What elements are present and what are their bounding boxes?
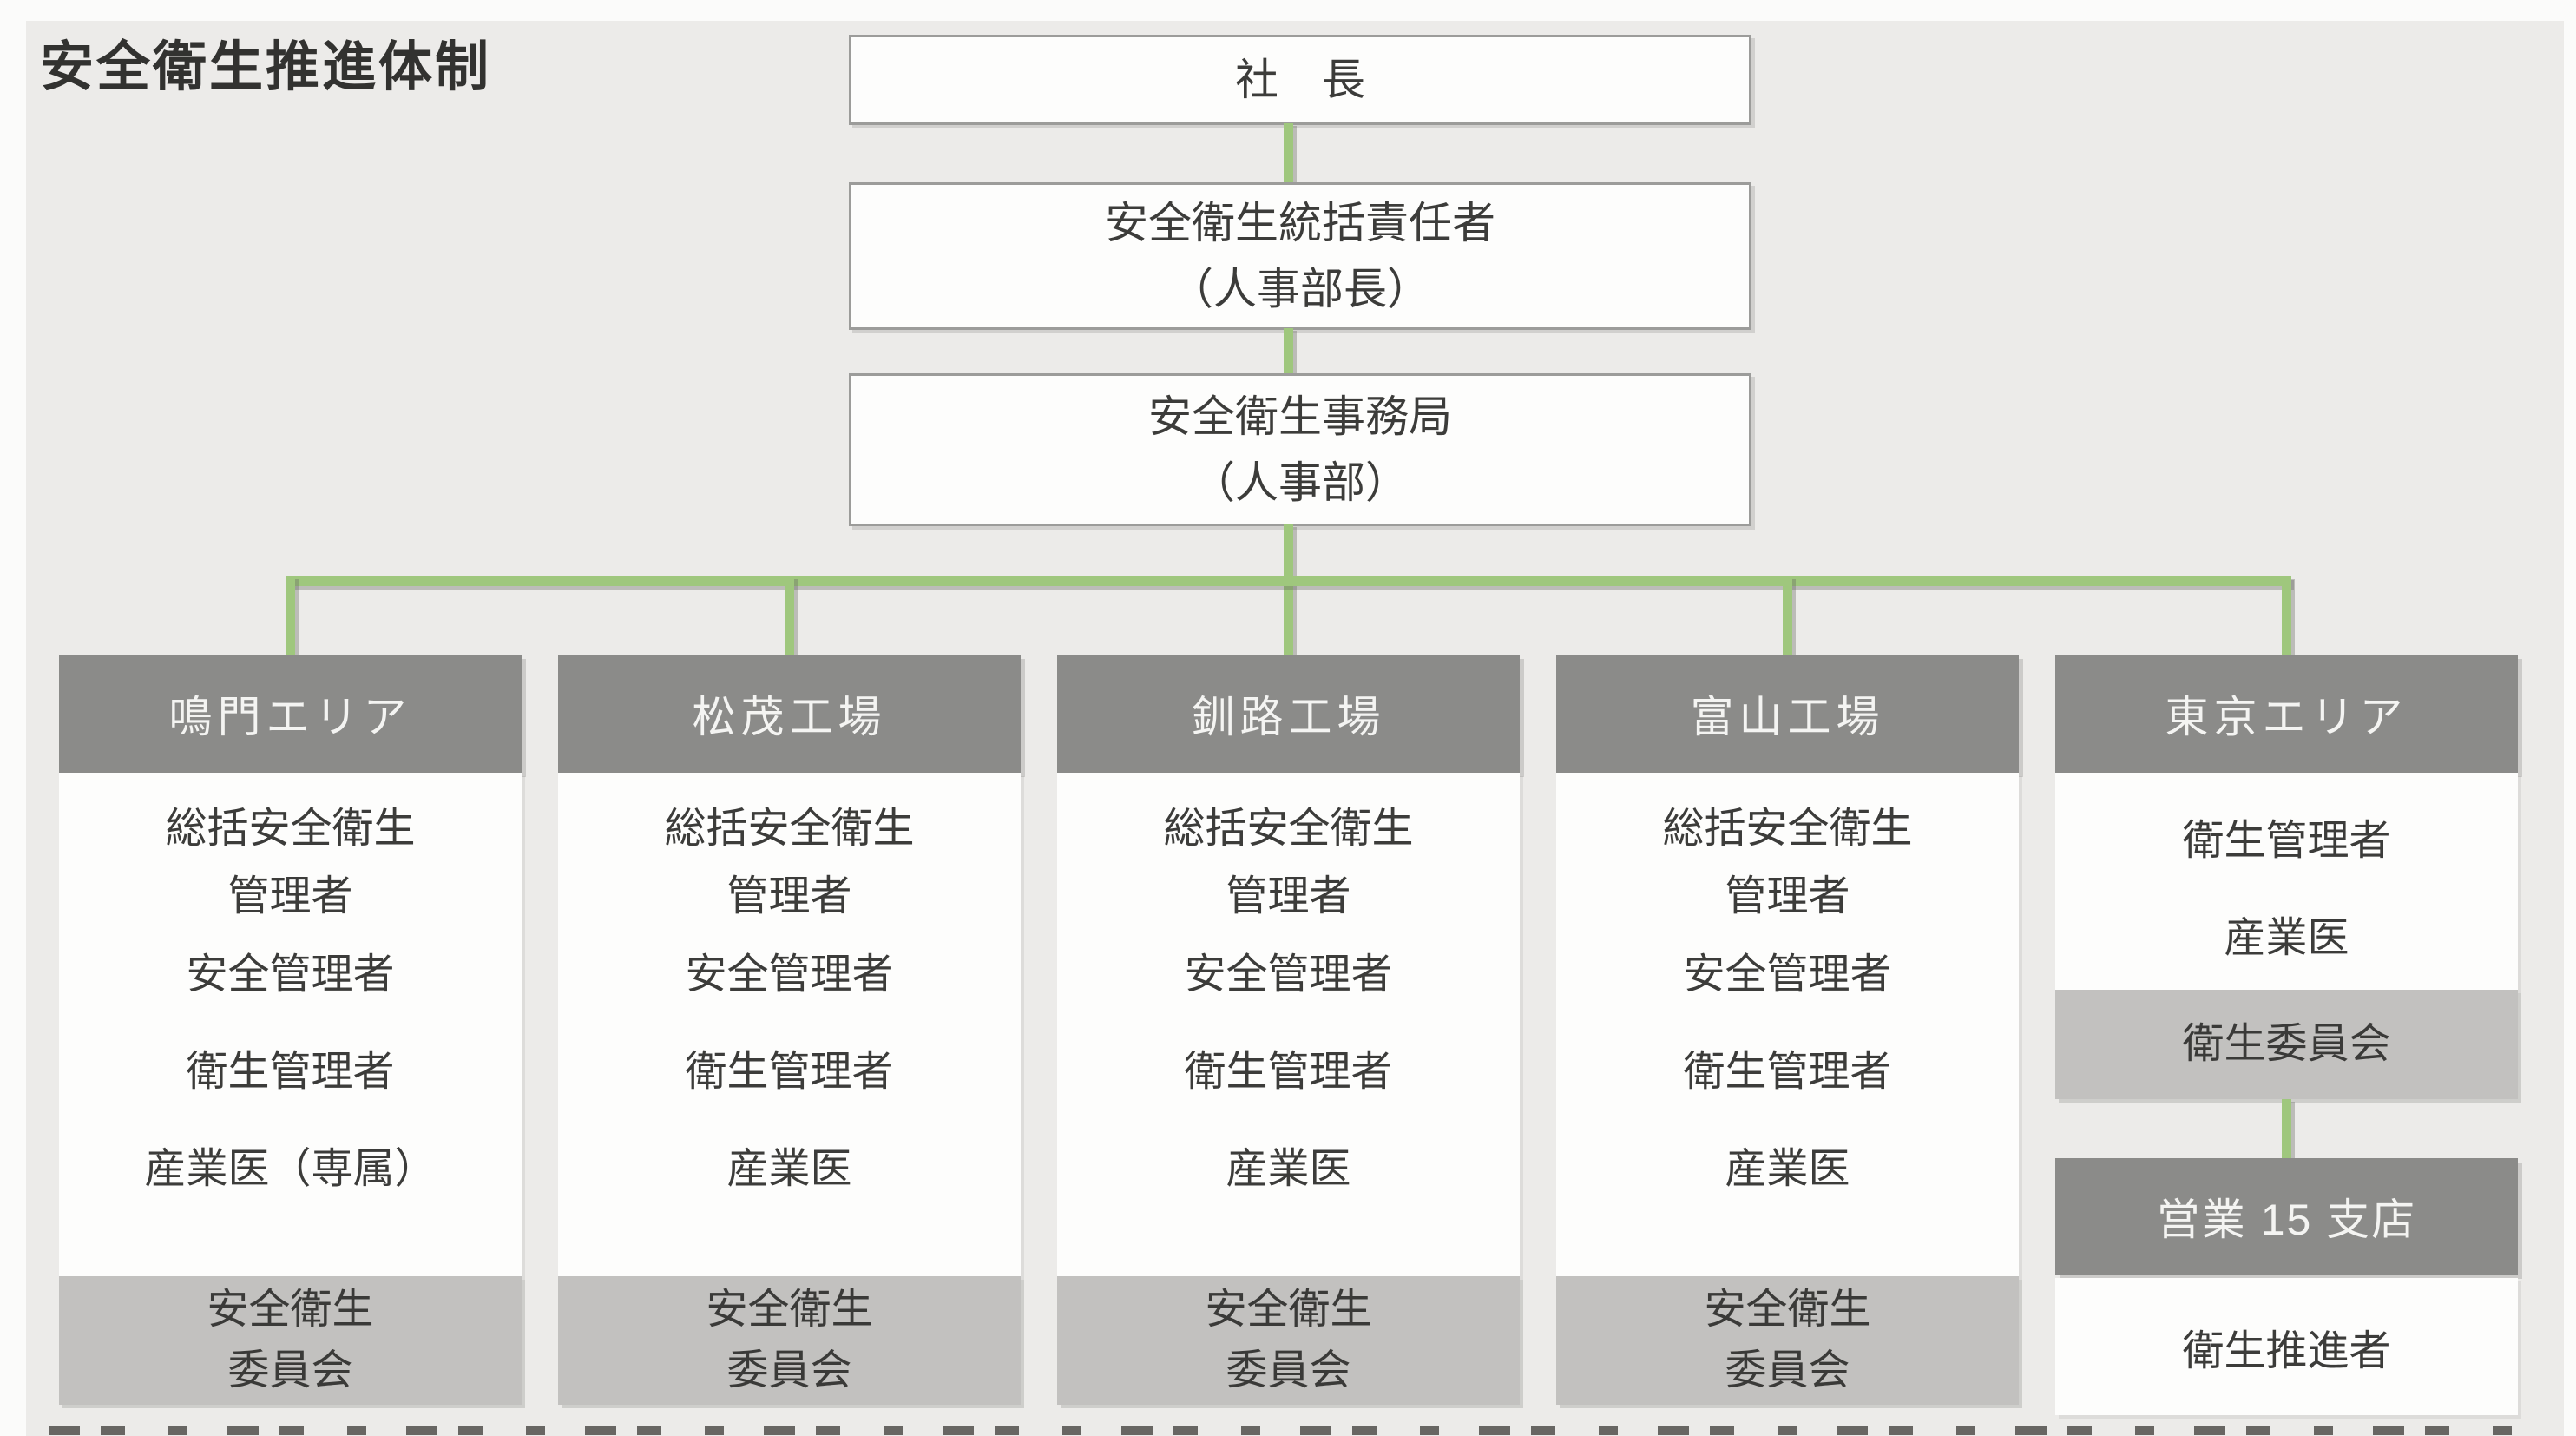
member-role: 総括安全衛生 管理者 — [1057, 795, 1520, 931]
column-header: 富山工場 — [1556, 655, 2019, 773]
committee-box: 安全衛生 委員会 — [558, 1276, 1021, 1405]
connector-drop-matsushige — [785, 576, 794, 655]
committee-line: 委員会 — [227, 1347, 353, 1393]
member-role: 衛生管理者 — [2182, 818, 2391, 864]
connector-drop-naruto — [286, 576, 295, 655]
column-members-box: 衛生管理者 産業医 — [2055, 773, 2518, 990]
member-role: 産業医 — [2224, 915, 2349, 961]
column-members-box: 総括安全衛生 管理者 安全管理者 衛生管理者 産業医 — [1556, 773, 2019, 1276]
page-title: 安全衛生推進体制 — [40, 37, 492, 97]
committee-line: 安全衛生 — [706, 1287, 873, 1333]
member-role: 衛生管理者 — [1184, 1049, 1393, 1095]
org-column-toyama: 富山工場 総括安全衛生 管理者 安全管理者 衛生管理者 産業医 安全衛生 委員会 — [1556, 0, 2019, 1436]
committee-line: 委員会 — [1226, 1347, 1351, 1393]
org-column-kushiro: 釧路工場 総括安全衛生 管理者 安全管理者 衛生管理者 産業医 安全衛生 委員会 — [1057, 0, 1520, 1436]
connector-committee-branch — [2282, 1099, 2291, 1158]
member-role-line: 管理者 — [227, 873, 353, 919]
connector-office-trunk — [1284, 524, 1293, 655]
connector-branch-bus — [286, 576, 2291, 586]
member-role-line: 管理者 — [1226, 873, 1351, 919]
member-role-line: 管理者 — [726, 873, 852, 919]
committee-line: 安全衛生 — [1704, 1287, 1871, 1333]
member-role: 安全管理者 — [1184, 952, 1393, 998]
column-header: 松茂工場 — [558, 655, 1021, 773]
member-role: 衛生管理者 — [186, 1049, 395, 1095]
member-role: 安全管理者 — [186, 952, 395, 998]
node-president-label: 社 長 — [1235, 56, 1365, 104]
column-header: 鳴門エリア — [59, 655, 522, 773]
column-members-box: 総括安全衛生 管理者 安全管理者 衛生管理者 産業医 — [1057, 773, 1520, 1276]
committee-line: 委員会 — [726, 1347, 852, 1393]
connector-drop-toyama — [1783, 576, 1792, 655]
member-role: 安全管理者 — [1683, 952, 1892, 998]
member-role-line: 総括安全衛生 — [1163, 806, 1414, 852]
member-role-line: 総括安全衛生 — [1662, 806, 1913, 852]
member-role: 総括安全衛生 管理者 — [1556, 795, 2019, 931]
org-column-tokyo: 東京エリア 衛生管理者 産業医 衛生委員会 営業 15 支店 衛生推進者 — [2055, 0, 2518, 1436]
member-role: 産業医 — [1725, 1146, 1850, 1192]
column-members-box: 総括安全衛生 管理者 安全管理者 衛生管理者 産業医（専属） — [59, 773, 522, 1276]
column-header: 東京エリア — [2055, 655, 2518, 773]
node-safety-director-line: 安全衛生統括責任者 — [1105, 199, 1495, 247]
committee-box: 安全衛生 委員会 — [1057, 1276, 1520, 1405]
committee-line: 安全衛生 — [1205, 1287, 1372, 1333]
committee-line: 委員会 — [1725, 1347, 1850, 1393]
member-role: 産業医（専属） — [144, 1146, 437, 1192]
sales-branches-box: 営業 15 支店 — [2055, 1158, 2518, 1275]
member-role: 総括安全衛生 管理者 — [558, 795, 1021, 931]
node-safety-office-line: 安全衛生事務局 — [1148, 392, 1452, 441]
member-role: 衛生管理者 — [1683, 1049, 1892, 1095]
member-role-line: 総括安全衛生 — [165, 806, 416, 852]
committee-box: 安全衛生 委員会 — [1556, 1276, 2019, 1405]
member-role: 衛生管理者 — [685, 1049, 894, 1095]
committee-line: 衛生委員会 — [2182, 1021, 2391, 1067]
node-safety-director-line: （人事部長） — [1170, 265, 1430, 313]
org-column-matsushige: 松茂工場 総括安全衛生 管理者 安全管理者 衛生管理者 産業医 安全衛生 委員会 — [558, 0, 1021, 1436]
member-role: 産業医 — [726, 1146, 852, 1192]
health-promoter-box: 衛生推進者 — [2055, 1278, 2518, 1415]
org-column-naruto: 鳴門エリア 総括安全衛生 管理者 安全管理者 衛生管理者 産業医（専属） 安全衛… — [59, 0, 522, 1436]
connector-president-director — [1284, 123, 1293, 184]
node-safety-office: 安全衛生事務局 （人事部） — [849, 373, 1751, 526]
column-header: 釧路工場 — [1057, 655, 1520, 773]
connector-director-office — [1284, 328, 1293, 375]
member-role-line: 管理者 — [1725, 873, 1850, 919]
column-members-box: 総括安全衛生 管理者 安全管理者 衛生管理者 産業医 — [558, 773, 1021, 1276]
member-role-line: 総括安全衛生 — [664, 806, 915, 852]
node-safety-office-line: （人事部） — [1192, 458, 1409, 507]
committee-box: 安全衛生 委員会 — [59, 1276, 522, 1405]
member-role: 総括安全衛生 管理者 — [59, 795, 522, 931]
committee-box: 衛生委員会 — [2055, 990, 2518, 1099]
node-president: 社 長 — [849, 35, 1751, 125]
node-safety-director: 安全衛生統括責任者 （人事部長） — [849, 182, 1751, 330]
committee-line: 安全衛生 — [207, 1287, 374, 1333]
member-role: 安全管理者 — [685, 952, 894, 998]
member-role: 産業医 — [1226, 1146, 1351, 1192]
cropped-text-row — [49, 1426, 2529, 1435]
connector-drop-tokyo — [2282, 576, 2291, 655]
